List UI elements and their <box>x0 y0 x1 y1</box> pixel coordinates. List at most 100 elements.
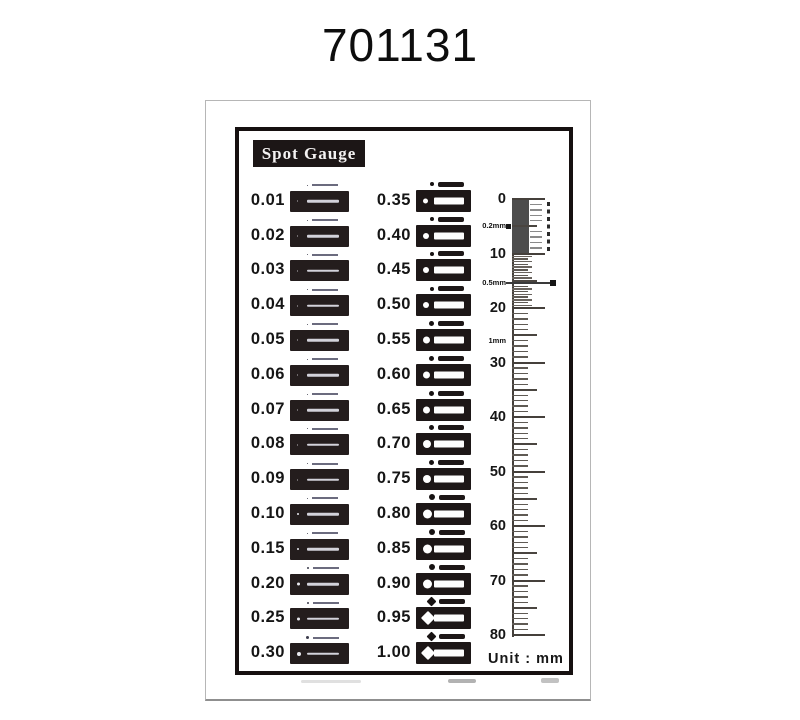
gauge-value-label: 0.01 <box>250 190 285 209</box>
gauge-spot-icon <box>297 617 300 621</box>
gauge-preview <box>307 181 338 190</box>
gauge-preview-line <box>437 286 464 292</box>
ruler-tick <box>512 612 528 614</box>
gauge-sample-stack <box>416 215 471 247</box>
gauge-value-label: 0.70 <box>376 434 411 453</box>
ruler-tick <box>530 231 542 233</box>
gauge-preview <box>307 424 338 433</box>
gauge-line <box>434 197 464 205</box>
gauge-row: 0.30 <box>241 629 349 665</box>
gauge-preview-line <box>312 184 338 187</box>
gauge-preview <box>307 216 338 225</box>
gauge-preview-spot-icon <box>428 529 435 536</box>
gauge-row: 0.80 <box>367 490 471 525</box>
gauge-row: 0.45 <box>367 247 471 282</box>
gauge-row: 0.08 <box>241 421 349 456</box>
gauge-row: 0.03 <box>241 247 349 282</box>
gauge-spot-icon <box>297 200 298 202</box>
gauge-row: 0.70 <box>367 421 471 456</box>
gauge-value-label: 0.10 <box>250 503 285 522</box>
gauge-value-label: 0.06 <box>250 364 285 383</box>
ruler-tick <box>530 203 542 206</box>
gauge-preview-spot-icon <box>307 358 308 360</box>
gauge-sample-stack <box>290 633 349 665</box>
ruler-tick <box>512 318 528 320</box>
gauge-preview <box>307 320 338 329</box>
gauge-sample-stack <box>290 181 349 212</box>
gauge-value-label: 1.00 <box>376 643 411 662</box>
gauge-preview-line <box>312 427 338 430</box>
gauge-preview <box>306 598 339 607</box>
gauge-line <box>434 649 464 657</box>
gauge-spot-icon <box>423 198 428 204</box>
gauge-sample-stack <box>290 355 349 386</box>
ruler-pointer-end-square <box>550 280 556 287</box>
gauge-line <box>307 443 339 447</box>
ruler-marker-square <box>506 224 511 230</box>
gauge-row: 0.10 <box>241 490 349 525</box>
ruler-tick <box>512 263 528 266</box>
gauge-preview-line <box>312 253 338 256</box>
gauge-line <box>307 652 339 655</box>
gauge-preview-line <box>312 358 338 361</box>
ruler-tick <box>512 340 528 342</box>
gauge-bar <box>416 607 471 630</box>
ruler-tick-label: 80 <box>489 627 506 643</box>
gauge-spot-icon <box>297 548 299 551</box>
gauge-value-label: 0.30 <box>250 643 285 662</box>
gauge-bar <box>290 295 349 317</box>
gauge-preview-line <box>312 532 338 535</box>
gauge-spot-icon <box>420 611 436 626</box>
ruler-tick <box>512 274 528 276</box>
ruler-tick <box>512 252 545 255</box>
ruler-tick <box>512 465 528 467</box>
gauge-value-label: 0.75 <box>376 469 411 488</box>
gauge-sample-stack <box>290 390 349 421</box>
gauge-preview <box>429 284 464 293</box>
gauge-preview <box>429 354 464 363</box>
gauge-preview-spot-icon <box>306 601 309 604</box>
gauge-spot-icon <box>423 302 429 309</box>
gauge-sample-stack <box>290 564 349 595</box>
gauge-preview-spot-icon <box>307 532 308 534</box>
scan-artifact <box>541 678 559 683</box>
gauge-value-label: 0.60 <box>376 364 411 383</box>
ruler-tick <box>512 198 545 200</box>
ruler-tick <box>512 617 528 620</box>
gauge-sample-stack <box>290 320 349 351</box>
ruler-tick <box>512 525 545 527</box>
gauge-preview-spot-icon <box>307 254 308 256</box>
gauge-preview-spot-icon <box>307 497 308 499</box>
gauge-sample-stack <box>416 631 471 665</box>
gauge-preview-spot-icon <box>307 393 308 395</box>
ruler-tick <box>512 361 545 364</box>
gauge-value-label: 0.03 <box>250 260 285 279</box>
gauge-preview <box>306 633 339 642</box>
ruler-tick <box>512 277 532 279</box>
gauge-preview-line <box>312 288 338 291</box>
gauge-sample-stack <box>416 284 471 317</box>
gauge-line <box>434 614 464 622</box>
gauge-preview-line <box>437 181 464 187</box>
gauge-line <box>307 269 339 273</box>
gauge-preview-spot-icon <box>307 184 308 186</box>
gauge-sample-stack <box>416 423 471 456</box>
gauge-preview <box>307 355 338 364</box>
gauge-row: 0.60 <box>367 351 471 386</box>
ruler-tick <box>512 410 528 413</box>
gauge-bar <box>290 329 349 351</box>
gauge-row: 0.50 <box>367 281 471 317</box>
gauge-preview <box>426 631 465 642</box>
ruler-tick <box>512 481 528 484</box>
ruler-tick <box>512 508 528 511</box>
gauge-bar <box>416 294 471 317</box>
ruler-tick <box>512 296 528 298</box>
gauge-line <box>434 336 464 344</box>
ruler-tick <box>512 596 528 598</box>
ruler-tick <box>512 266 532 268</box>
ruler-tick <box>512 388 537 391</box>
ruler-tick <box>512 536 528 538</box>
